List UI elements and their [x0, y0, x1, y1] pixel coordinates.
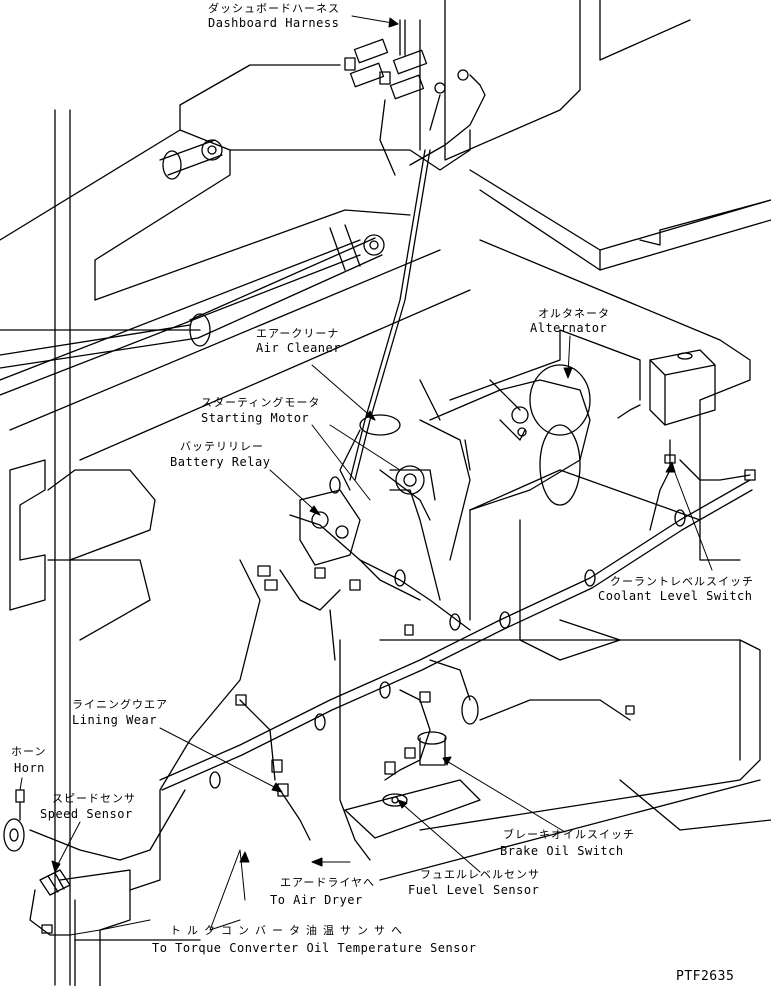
- speed-sensor-label-en: Speed Sensor: [40, 807, 133, 821]
- battery-relay-label-jp: バッテリリレー: [180, 440, 264, 453]
- to-air-dryer-label-jp: エアードライヤへ: [280, 876, 376, 889]
- speed-sensor-label-jp: スピードセンサ: [52, 792, 136, 805]
- lining-wear-label-en: Lining Wear: [72, 713, 157, 727]
- hydraulic-cylinder-upper: [160, 140, 222, 179]
- brake-oil-switch-label-en: Brake Oil Switch: [500, 844, 624, 858]
- lining-wear-label-jp: ライニングウエア: [72, 698, 168, 711]
- torque-converter-label-jp: トルクコンバータ油温サンサへ: [170, 924, 408, 937]
- coolant-tank: [618, 350, 755, 480]
- alternator-unit: [430, 365, 590, 510]
- battery-relay-label-en: Battery Relay: [170, 455, 271, 469]
- brake-oil-switch-unit: [385, 692, 634, 774]
- air-cleaner-label-jp: エアークリーナ: [256, 327, 340, 340]
- fuel-level-sensor-label-jp: フュエルレベルセンサ: [420, 868, 540, 881]
- horn-label-en: Horn: [14, 761, 45, 775]
- horn-label-jp: ホーン: [11, 745, 47, 758]
- torque-converter-label-en: To Torque Converter Oil Temperature Sens…: [152, 941, 477, 955]
- fuel-level-sensor-unit: [345, 780, 480, 838]
- starting-motor-unit: [340, 415, 435, 500]
- starting-motor-label-jp: スターティングモータ: [201, 396, 321, 409]
- alternator-label-jp: オルタネータ: [538, 307, 610, 320]
- arrow-heads: [52, 18, 675, 872]
- dashboard-harness-label-en: Dashboard Harness: [208, 16, 340, 30]
- harness-clamps: [210, 477, 685, 788]
- brake-oil-switch-label-jp: ブレーキオイルスイッチ: [503, 828, 635, 841]
- coolant-level-switch-label-en: Coolant Level Switch: [598, 589, 753, 603]
- speed-sensor-unit: [40, 870, 70, 933]
- fuel-level-sensor-label-en: Fuel Level Sensor: [408, 883, 540, 897]
- battery-relay-unit: [258, 490, 413, 635]
- starting-motor-label-en: Starting Motor: [201, 411, 310, 425]
- hydraulic-cylinder-lower: [0, 225, 384, 368]
- alternator-label-en: Alternator: [530, 321, 608, 335]
- drawing-code: PTF2635: [676, 969, 735, 984]
- air-cleaner-label-en: Air Cleaner: [256, 341, 341, 355]
- to-air-dryer-label-en: To Air Dryer: [270, 893, 363, 907]
- main-harness: [30, 150, 752, 935]
- dashboard-harness-connectors: [345, 20, 485, 175]
- horn-unit: [4, 790, 24, 851]
- dashboard-harness-label-jp: ダッシュボードハーネス: [208, 2, 340, 15]
- coolant-level-switch-label-jp: クーラントレベルスイッチ: [610, 575, 754, 588]
